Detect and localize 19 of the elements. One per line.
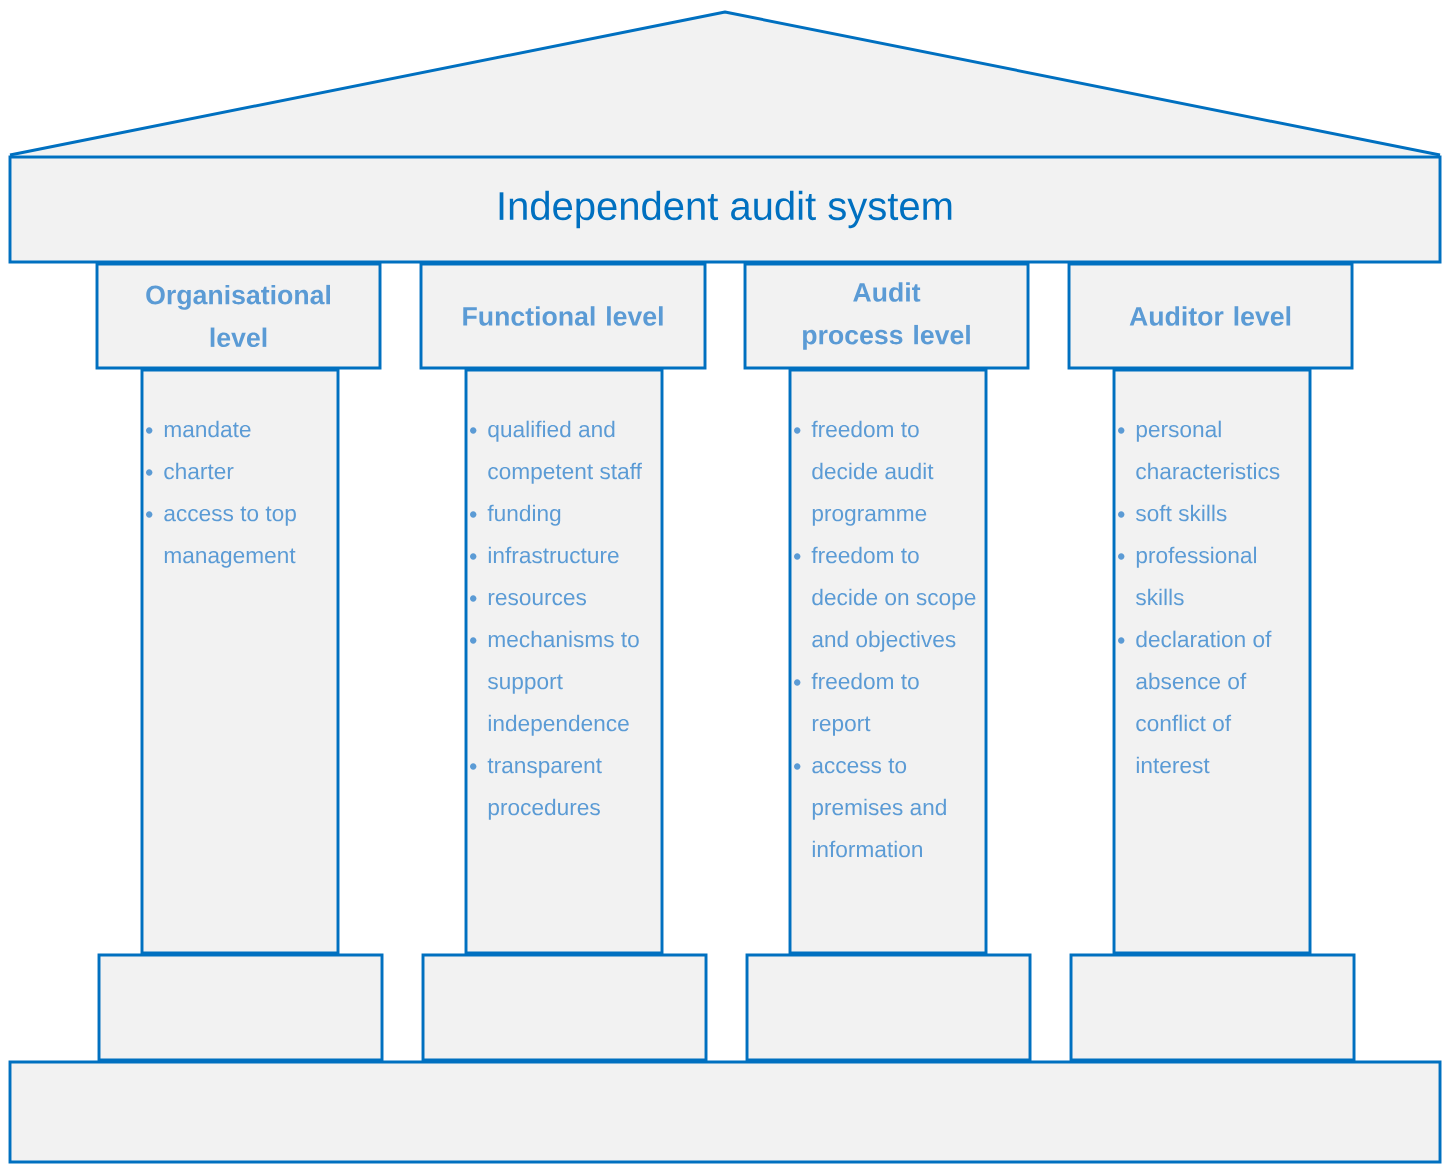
list-item: declaration of absence of conflict of interest: [1118, 630, 1272, 774]
column-base: [745, 953, 1032, 1062]
list-item: funding: [470, 504, 561, 526]
column-capital: Audit process level: [743, 262, 1030, 370]
list-item: infrastructure: [470, 546, 619, 564]
list-item: transparent procedures: [470, 758, 602, 820]
column-capital: Functional level: [419, 262, 707, 370]
column-base: [97, 953, 384, 1062]
column-capital: Organisational level: [95, 262, 382, 370]
column-base: [421, 953, 708, 1062]
list-item: resources: [470, 592, 587, 606]
list-item: access to top management: [146, 506, 296, 568]
column-base: [1069, 953, 1356, 1062]
pediment: [9, 10, 1441, 157]
list-item: soft skills: [1118, 504, 1227, 522]
list-item: access to premises and information: [794, 758, 946, 858]
list-item: charter: [146, 462, 234, 480]
column-capital: Auditor level: [1067, 262, 1354, 370]
list-item: mandate: [146, 420, 251, 438]
